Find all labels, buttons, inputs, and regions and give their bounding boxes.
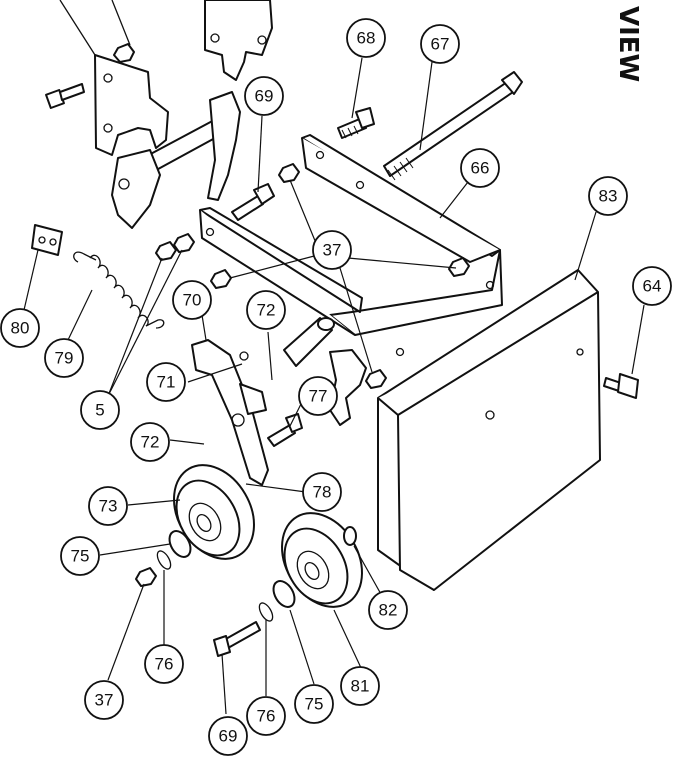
cover-box (377, 269, 601, 591)
long-bolt (383, 71, 523, 181)
callout-label: 72 (257, 301, 276, 320)
callout-80: 80 (0, 308, 40, 348)
callout-label: 64 (643, 277, 662, 296)
bolt-top-left (45, 83, 85, 109)
callout-37: 37 (312, 230, 352, 270)
spacer-82 (343, 526, 357, 546)
callout-label: 76 (155, 655, 174, 674)
pulley-73 (173, 464, 255, 560)
callout-label: 75 (305, 695, 324, 714)
callout-label: 37 (95, 691, 114, 710)
washer-76-left (156, 550, 172, 570)
callout-78: 78 (302, 472, 342, 512)
callout-73: 73 (88, 486, 128, 526)
callout-82: 82 (368, 590, 408, 630)
pulley-81 (281, 512, 363, 608)
callout-71: 71 (146, 362, 186, 402)
nut-37-left (210, 269, 232, 289)
u-bracket (199, 134, 503, 357)
bolt-69-bottom (213, 621, 261, 657)
callout-72: 72 (130, 422, 170, 462)
bolt-77 (267, 413, 303, 447)
idler-arm-shaft (111, 91, 241, 229)
callout-label: 75 (71, 547, 90, 566)
upper-center-bracket (204, 0, 273, 81)
callout-77: 77 (298, 376, 338, 416)
callout-label: 72 (141, 433, 160, 452)
nut-5-b (173, 233, 195, 253)
callout-label: 77 (309, 387, 328, 406)
callout-label: 79 (55, 349, 74, 368)
callout-76: 76 (246, 696, 286, 736)
callout-label: 78 (313, 483, 332, 502)
nut-top (113, 43, 135, 63)
callout-label: 71 (157, 373, 176, 392)
callout-79: 79 (44, 338, 84, 378)
callout-label: 82 (379, 601, 398, 620)
small-plate (31, 224, 63, 256)
upper-left-bracket (59, 0, 169, 156)
nut-37-top (278, 163, 300, 183)
callout-label: 76 (257, 707, 276, 726)
callout-70: 70 (172, 280, 212, 320)
bolt-64 (603, 373, 639, 399)
short-bolt-68 (337, 107, 375, 139)
callout-label: 5 (95, 401, 104, 420)
callout-label: 80 (11, 319, 30, 338)
callout-72: 72 (246, 290, 286, 330)
callout-label: 81 (351, 677, 370, 696)
callout-75: 75 (294, 684, 334, 724)
leader-lines (23, 57, 645, 715)
callout-label: 70 (183, 291, 202, 310)
spring (73, 251, 165, 329)
callout-5: 5 (80, 390, 120, 430)
bolt-69-top (231, 183, 275, 221)
nut-37-mid (365, 369, 387, 389)
callout-label: 69 (219, 727, 238, 746)
callout-69: 69 (208, 716, 248, 756)
callout-label: 37 (323, 241, 342, 260)
callout-81: 81 (340, 666, 380, 706)
nut-37-right (448, 257, 470, 277)
callout-label: 73 (99, 497, 118, 516)
washer-76-right (258, 602, 274, 622)
callout-64: 64 (632, 266, 672, 306)
callout-66: 66 (460, 148, 500, 188)
callout-76: 76 (144, 644, 184, 684)
callout-label: 67 (431, 35, 450, 54)
callout-label: 83 (599, 187, 618, 206)
nut-5-a (155, 241, 177, 261)
callout-67: 67 (420, 24, 460, 64)
callout-75: 75 (60, 536, 100, 576)
bearing-75-left (168, 530, 192, 558)
callout-label: 69 (255, 87, 274, 106)
view-title: VIEW (613, 6, 643, 82)
nut-37-bottom (135, 567, 157, 587)
callout-37: 37 (84, 680, 124, 720)
callout-83: 83 (588, 176, 628, 216)
idler-bracket-plate (191, 339, 269, 486)
bearing-75-right (272, 580, 296, 608)
callout-69: 69 (244, 76, 284, 116)
callout-label: 68 (357, 29, 376, 48)
callout-68: 68 (346, 18, 386, 58)
callout-label: 66 (471, 159, 490, 178)
